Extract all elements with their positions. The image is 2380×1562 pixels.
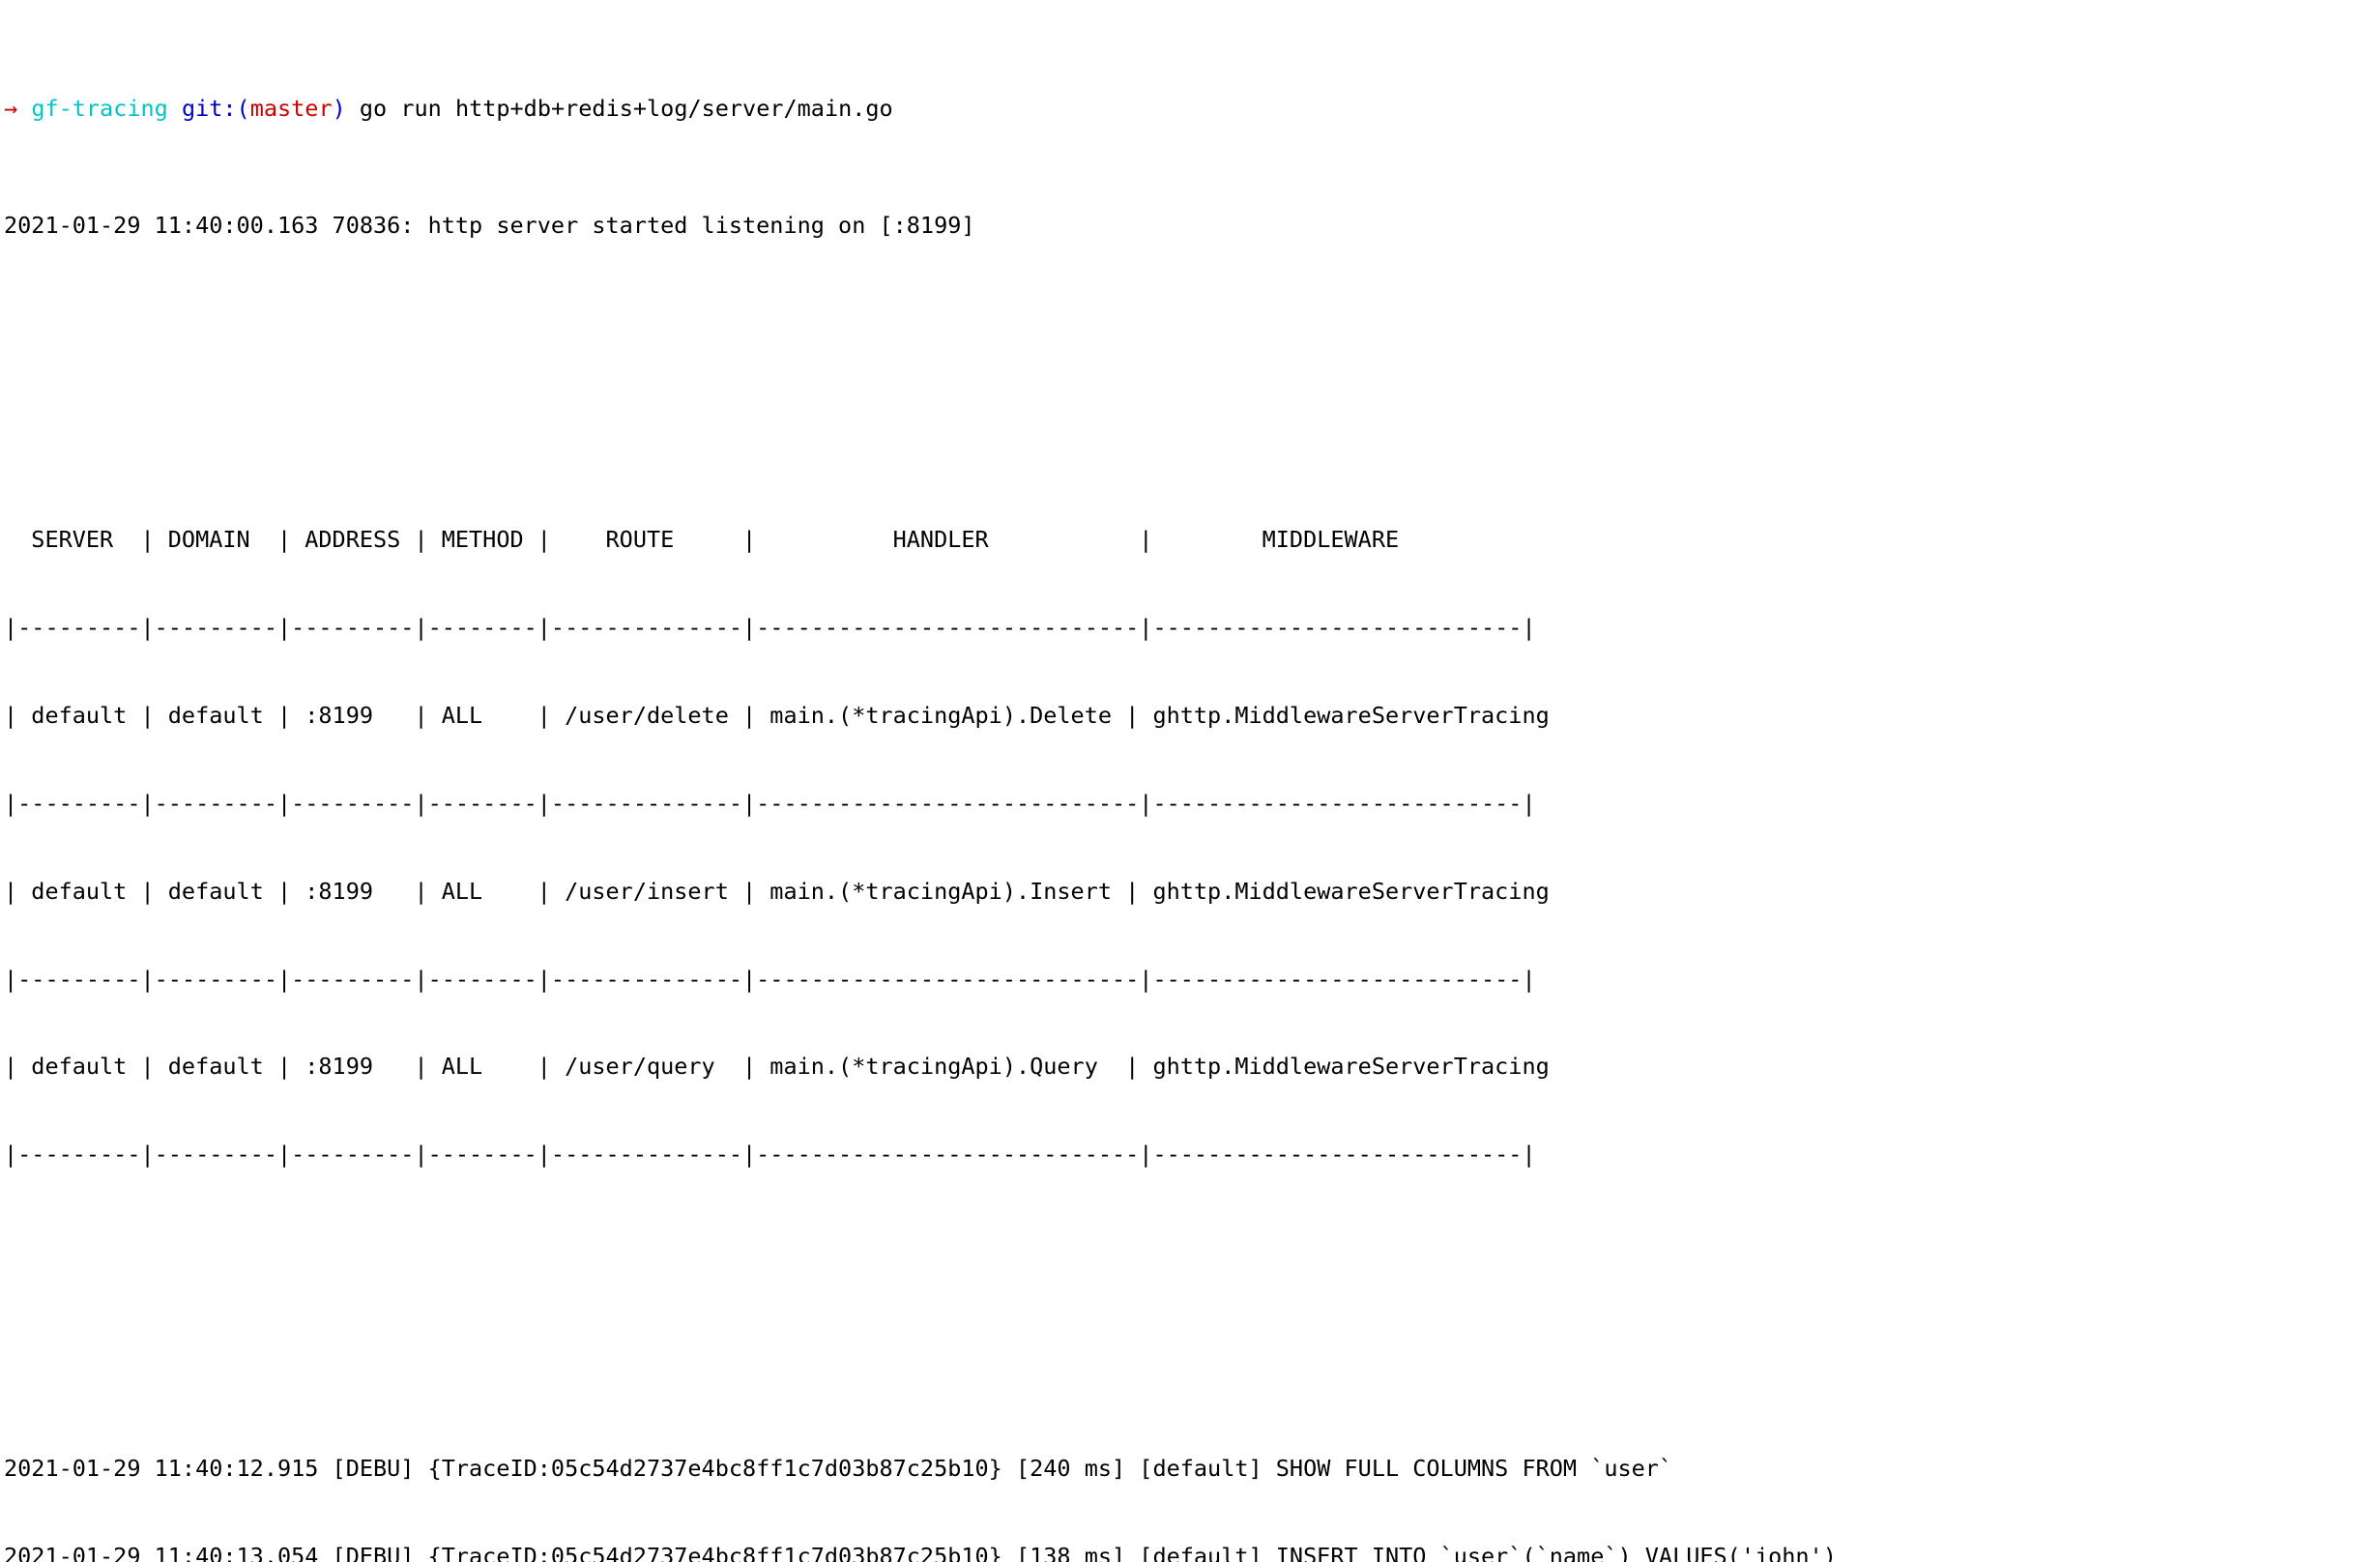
prompt-git-suffix: ) [332,94,346,122]
table-row: | default | default | :8199 | ALL | /use… [4,1053,1550,1081]
routes-table-header: SERVER | DOMAIN | ADDRESS | METHOD | ROU… [4,526,1523,554]
routes-table-divider: |---------|---------|---------|--------|… [4,1141,1536,1169]
prompt-directory: gf-tracing [31,94,168,122]
spacer [0,416,2380,437]
spacer [0,328,2380,357]
startup-log-line: 2021-01-29 11:40:00.163 70836: http serv… [4,212,975,240]
routes-table-divider: |---------|---------|---------|--------|… [4,613,1536,641]
routes-table-divider: |---------|---------|---------|--------|… [4,789,1536,817]
prompt-command: go run http+db+redis+log/server/main.go [359,94,893,122]
sql-log-line: 2021-01-29 11:40:13.054 [DEBU] {TraceID:… [4,1543,1837,1562]
prompt-line: → gf-tracing git:(master) go run http+db… [0,94,2380,123]
routes-table-divider: |---------|---------|---------|--------|… [4,965,1536,993]
prompt-git-branch: master [249,94,333,122]
sql-log-line: 2021-01-29 11:40:12.915 [DEBU] {TraceID:… [4,1455,1673,1483]
table-row: | default | default | :8199 | ALL | /use… [4,701,1550,729]
prompt-arrow-icon: → [4,94,18,122]
prompt-git-prefix: git:( [181,94,250,122]
spacer [0,1257,2380,1286]
table-row: | default | default | :8199 | ALL | /use… [4,877,1550,905]
spacer [0,1345,2380,1366]
